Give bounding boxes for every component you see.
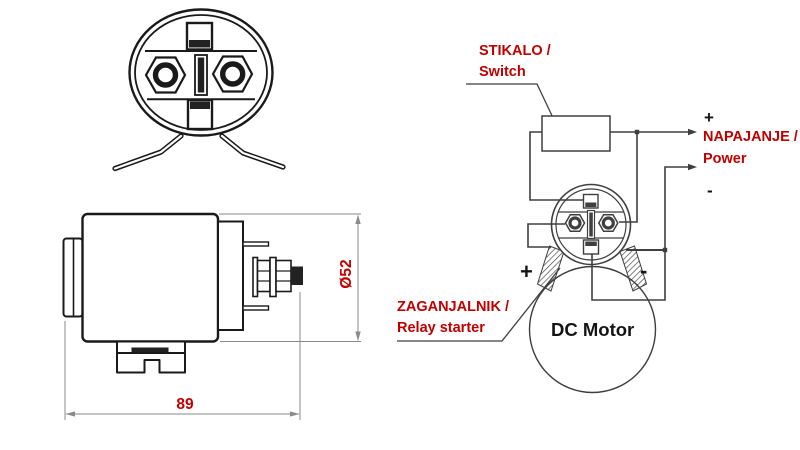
clamp-right [619,245,648,292]
dim-arrow-left [65,411,75,417]
power-plus-sign: + [704,108,714,127]
power-label-en: Power [703,150,747,167]
spring-leg-left [112,133,184,172]
wire-switch-to-coil [529,131,583,201]
front-view [112,8,286,172]
rear-cap [217,220,244,331]
power-label-sl: NAPAJANJE / [703,129,798,145]
relay-label-en: Relay starter [397,319,485,336]
switch-box [541,115,611,152]
motor-plus-sign: + [520,259,533,284]
wire-arrow-plus [688,128,697,136]
switch-label: STIKALO / Switch [479,41,551,82]
terminal-ring-left [152,62,179,88]
spade-pin-bottom [242,305,270,311]
power-minus-sign: - [707,181,713,200]
dim-arrow-up [355,214,361,224]
spade-pin-top [242,241,270,247]
junction-dot [662,247,668,253]
wire-arrow-minus [688,163,697,171]
motor-minus-sign: - [640,258,648,283]
mounting-bracket [116,340,186,374]
stud-tip [291,266,303,285]
junction-dot [634,129,640,135]
wires [527,128,697,301]
switch-leader-line [466,83,556,123]
dimension-length-value: 89 [176,396,194,413]
dimension-diameter [219,213,361,342]
spring-clip [112,133,286,172]
relay-starter-label: ZAGANJALNIK / Relay starter [397,297,509,338]
dimension-length [64,292,301,420]
motor-label: DC Motor [551,319,635,340]
clamp-left [536,245,565,292]
spring-leg-right [219,133,286,170]
side-view [62,212,303,374]
power-label: NAPAJANJE / Power [703,127,798,170]
solenoid-body [81,212,220,343]
switch-label-en: Switch [479,63,526,80]
wiring-schematic [397,83,697,394]
wire-plus-to-relay [619,132,638,223]
dimension-diameter-value: Ø52 [338,259,355,289]
relay-label-sl: ZAGANJALNIK / [397,299,509,315]
switch-label-sl: STIKALO / [479,43,551,59]
wire-relay-to-motor [527,223,565,248]
terminal-stud [252,256,303,298]
relay-leader-line [397,267,561,342]
terminal-ring-right [219,61,246,87]
wire-minus-to-coil [591,166,692,301]
clamp-straps [536,245,648,292]
dim-arrow-down [355,331,361,341]
dim-arrow-right [290,411,300,417]
